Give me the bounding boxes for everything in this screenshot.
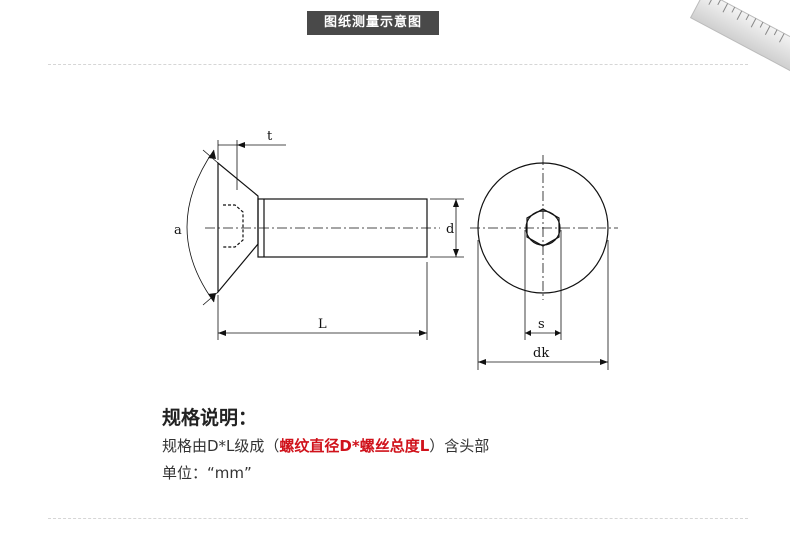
unit-label: 单位：“mm” xyxy=(162,464,252,482)
screw-head-side xyxy=(217,161,259,294)
label-s: s xyxy=(538,317,545,332)
spec-prefix: 规格由D*L级成（ xyxy=(162,437,280,455)
hex-socket-side xyxy=(223,204,244,248)
label-l: L xyxy=(318,317,327,332)
section-title-badge: 图纸测量示意图 xyxy=(307,11,439,35)
spec-title: 规格说明： xyxy=(162,407,258,429)
dim-a-arc xyxy=(186,149,215,303)
spec-highlight: 螺纹直径D*螺丝总度L xyxy=(279,437,430,455)
spec-description: 规格由D*L级成（螺纹直径D*螺丝总度L）含头部 xyxy=(162,435,489,456)
label-t: t xyxy=(267,129,273,144)
spec-suffix: ）含头部 xyxy=(429,437,490,455)
bottom-divider xyxy=(48,518,748,519)
label-d: d xyxy=(446,222,454,237)
label-a: a xyxy=(174,223,182,238)
top-divider xyxy=(48,64,748,65)
label-dk: dk xyxy=(533,346,549,361)
